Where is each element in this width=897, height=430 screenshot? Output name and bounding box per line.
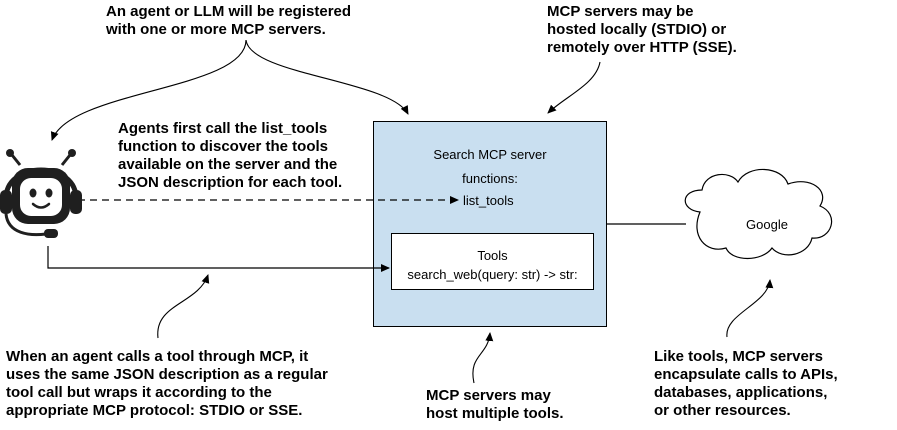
search-mcp-server-box — [373, 121, 607, 327]
tools-title: Tools — [477, 248, 508, 263]
encapsulation-arrow — [726, 279, 774, 338]
registration-annotation: An agent or LLM will be registered with … — [106, 3, 352, 38]
tools-box — [391, 233, 594, 290]
encapsulation-annotation: Like tools, MCP servers encapsulate call… — [654, 348, 838, 419]
server-function-list-tools: list_tools — [463, 193, 514, 208]
registration-arrow-left — [50, 39, 247, 141]
server-title: Search MCP server — [433, 147, 547, 162]
multiple-tools-annotation: MCP servers may host multiple tools. — [426, 387, 564, 422]
hosting-arrow — [547, 61, 601, 114]
registration-arrow-right — [245, 39, 409, 115]
robot-agent-icon — [0, 149, 82, 238]
tool-call-arrow — [47, 246, 390, 272]
google-label: Google — [746, 217, 788, 232]
server-functions-label: functions: — [462, 171, 518, 186]
tool-call-annotation-arrow — [157, 274, 210, 339]
tools-signature: search_web(query: str) -> str: — [407, 267, 578, 282]
hosting-annotation: MCP servers may be hosted locally (STDIO… — [547, 3, 737, 56]
google-cloud-shape — [684, 168, 833, 260]
list-tools-annotation: Agents first call the list_tools functio… — [118, 120, 343, 191]
multiple-tools-arrow — [472, 332, 494, 384]
tool-call-annotation: When an agent calls a tool through MCP, … — [6, 348, 328, 419]
